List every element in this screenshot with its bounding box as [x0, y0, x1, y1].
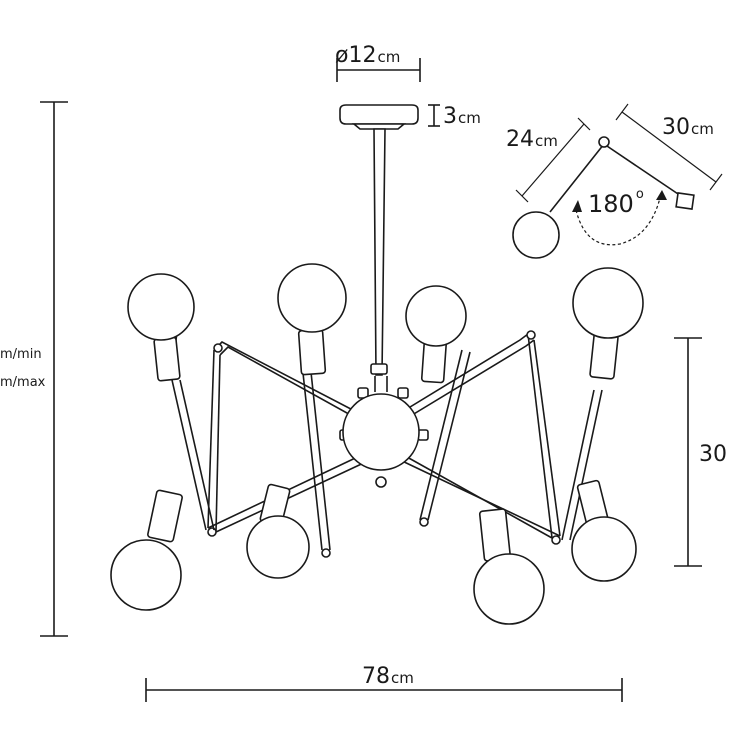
arm-inner-label: 24cm [506, 127, 558, 152]
arm-detail-inset [512, 103, 723, 259]
height-min-label: m/min [0, 347, 42, 362]
canopy-height-dimension [428, 104, 440, 127]
width-label: 78cm [362, 664, 414, 689]
bulb-lower-1 [110, 489, 183, 611]
width-dimension [145, 678, 623, 702]
bulb-lower-4 [571, 479, 637, 582]
canopy-diameter-label: ø12cm [335, 43, 400, 68]
bulb-lower-3 [473, 508, 545, 625]
bulb-upper-2 [277, 263, 347, 376]
suspension-rod [370, 128, 388, 376]
central-hub [339, 376, 429, 488]
height-max-label: m/max [0, 375, 46, 390]
arm-outer-label: 30cm [662, 115, 714, 140]
spread-height-dimension [674, 337, 702, 567]
overall-height-dimension [40, 101, 68, 637]
canopy-diameter-dimension [336, 58, 421, 82]
spread-height-label: 30 [699, 442, 727, 467]
ceiling-canopy [339, 104, 419, 130]
canopy-height-label: 3cm [443, 104, 481, 129]
bulb-upper-3 [405, 285, 467, 384]
bulb-upper-4 [572, 267, 644, 380]
bulb-lower-2 [246, 483, 310, 579]
bulb-upper-1 [127, 273, 195, 382]
